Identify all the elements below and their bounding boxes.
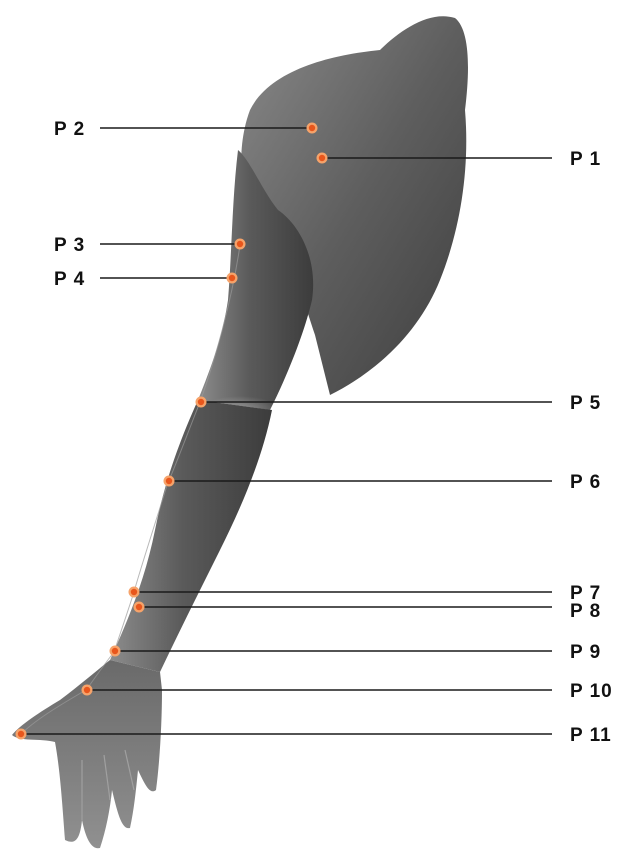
label-p1: P 1 (570, 149, 601, 170)
point-p8 (134, 602, 145, 613)
point-p7 (129, 587, 140, 598)
point-p5 (196, 397, 207, 408)
point-p11 (16, 729, 27, 740)
point-p4 (227, 273, 238, 284)
point-p9 (110, 646, 121, 657)
label-p6: P 6 (570, 472, 601, 493)
label-p5: P 5 (570, 393, 601, 414)
forearm-shape (110, 400, 272, 672)
point-p6 (164, 476, 175, 487)
point-p2 (307, 123, 318, 134)
label-p8: P 8 (570, 601, 601, 622)
label-p11: P 11 (570, 725, 612, 746)
label-p10: P 10 (570, 681, 613, 702)
point-p10 (82, 685, 93, 696)
point-p1 (317, 153, 328, 164)
label-p2: P 2 (54, 119, 85, 140)
label-p4: P 4 (54, 269, 85, 290)
label-p9: P 9 (570, 642, 601, 663)
label-p3: P 3 (54, 235, 85, 256)
point-p3 (235, 239, 246, 250)
